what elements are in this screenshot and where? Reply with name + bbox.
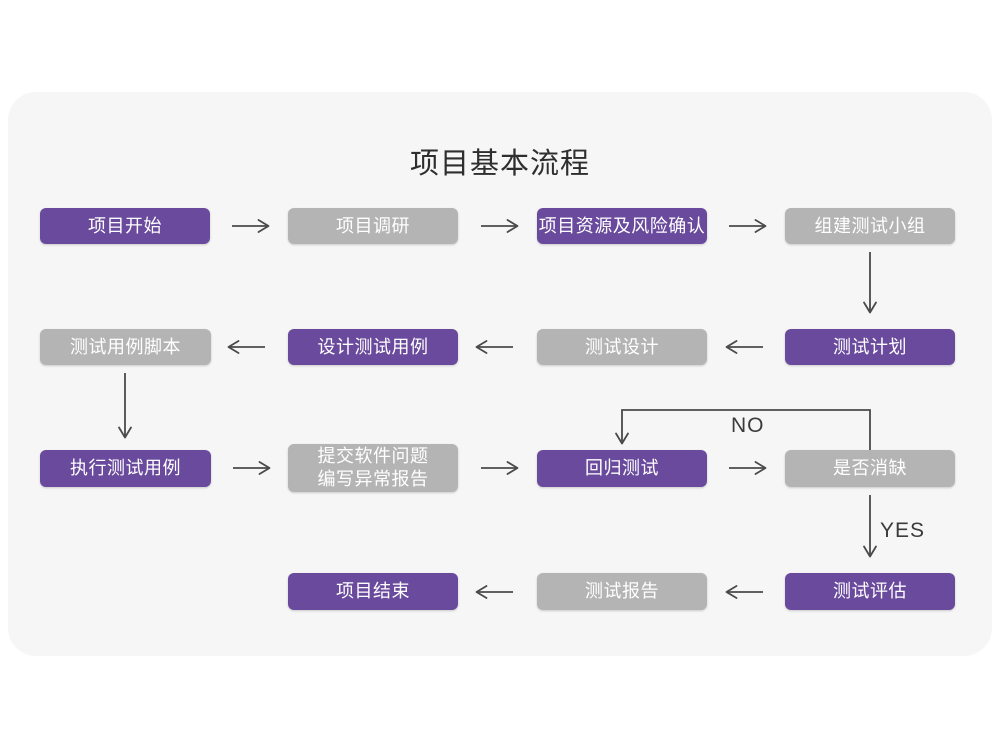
node-build-test-team: 组建测试小组 bbox=[785, 208, 955, 244]
node-test-evaluation: 测试评估 bbox=[785, 573, 955, 610]
node-label: 设计测试用例 bbox=[317, 336, 429, 357]
page-title: 项目基本流程 bbox=[409, 148, 590, 180]
node-design-test-case: 设计测试用例 bbox=[288, 329, 458, 365]
node-label: 回归测试 bbox=[585, 458, 659, 478]
node-label: 测试设计 bbox=[585, 336, 659, 357]
node-project-research: 项目调研 bbox=[288, 208, 458, 244]
node-label: 组建测试小组 bbox=[814, 215, 926, 236]
node-execute-test-case: 执行测试用例 bbox=[40, 450, 211, 487]
node-submit-issue-report: 提交软件问题 编写异常报告 bbox=[288, 444, 458, 492]
node-project-end: 项目结束 bbox=[288, 573, 458, 610]
node-resource-risk: 项目资源及风险确认 bbox=[537, 208, 707, 244]
node-label: 项目结束 bbox=[336, 581, 410, 601]
node-regression-test: 回归测试 bbox=[537, 450, 707, 487]
node-label-line2: 编写异常报告 bbox=[317, 469, 429, 489]
node-label: 是否消缺 bbox=[833, 458, 907, 478]
node-label: 项目调研 bbox=[336, 215, 410, 236]
node-label-line1: 提交软件问题 bbox=[317, 446, 429, 466]
node-label: 执行测试用例 bbox=[70, 458, 181, 478]
node-label: 测试用例脚本 bbox=[70, 336, 181, 357]
node-label: 测试计划 bbox=[833, 336, 907, 357]
edge-label-no: NO bbox=[731, 414, 765, 437]
edge-label-yes: YES bbox=[880, 519, 926, 542]
node-label: 测试评估 bbox=[833, 581, 907, 601]
node-defect-cleared: 是否消缺 bbox=[785, 450, 955, 487]
node-label: 项目开始 bbox=[88, 215, 162, 236]
node-project-start: 项目开始 bbox=[40, 208, 210, 244]
flowchart-card bbox=[8, 92, 992, 656]
node-label: 项目资源及风险确认 bbox=[538, 215, 706, 236]
node-label: 测试报告 bbox=[585, 581, 659, 601]
node-test-design: 测试设计 bbox=[537, 329, 707, 365]
node-test-case-script: 测试用例脚本 bbox=[40, 329, 211, 365]
node-test-report: 测试报告 bbox=[537, 573, 707, 610]
node-test-plan: 测试计划 bbox=[785, 329, 955, 365]
